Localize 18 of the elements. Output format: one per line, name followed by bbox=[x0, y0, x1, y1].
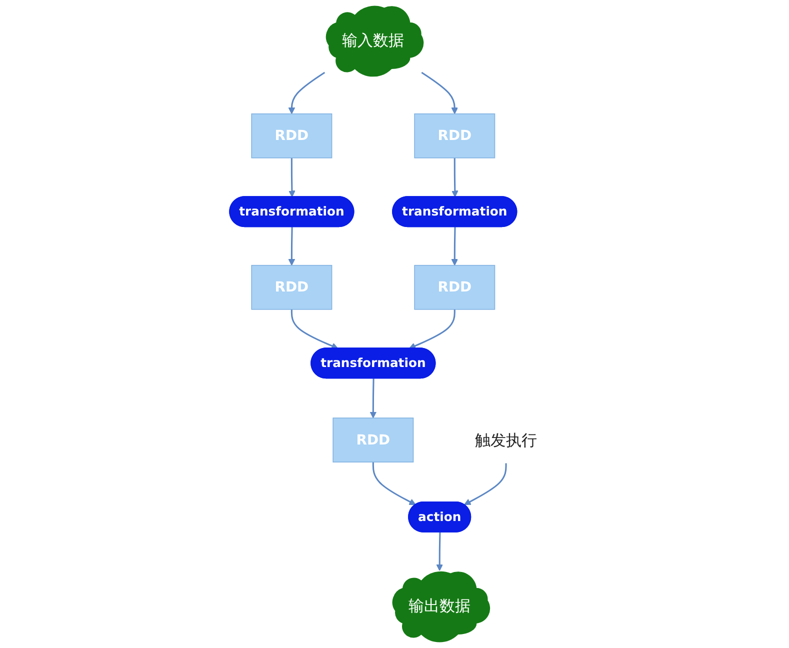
node-box: RDD bbox=[414, 264, 495, 310]
arrow bbox=[420, 72, 458, 114]
node-box: RDD bbox=[414, 113, 495, 158]
node-box: RDD bbox=[332, 418, 414, 462]
arrow bbox=[369, 378, 376, 418]
arrow bbox=[288, 227, 295, 266]
arrow bbox=[436, 532, 443, 571]
arrow bbox=[450, 227, 458, 266]
arrow bbox=[288, 72, 325, 114]
node-box: RDD bbox=[250, 113, 332, 158]
arrow bbox=[451, 158, 458, 198]
node-box: RDD bbox=[250, 264, 332, 310]
arrow bbox=[372, 462, 416, 506]
node-text: 触发执行 bbox=[474, 430, 537, 450]
arrow bbox=[290, 309, 338, 350]
arrow bbox=[288, 158, 296, 198]
arrow bbox=[408, 309, 456, 350]
arrow bbox=[464, 463, 506, 506]
